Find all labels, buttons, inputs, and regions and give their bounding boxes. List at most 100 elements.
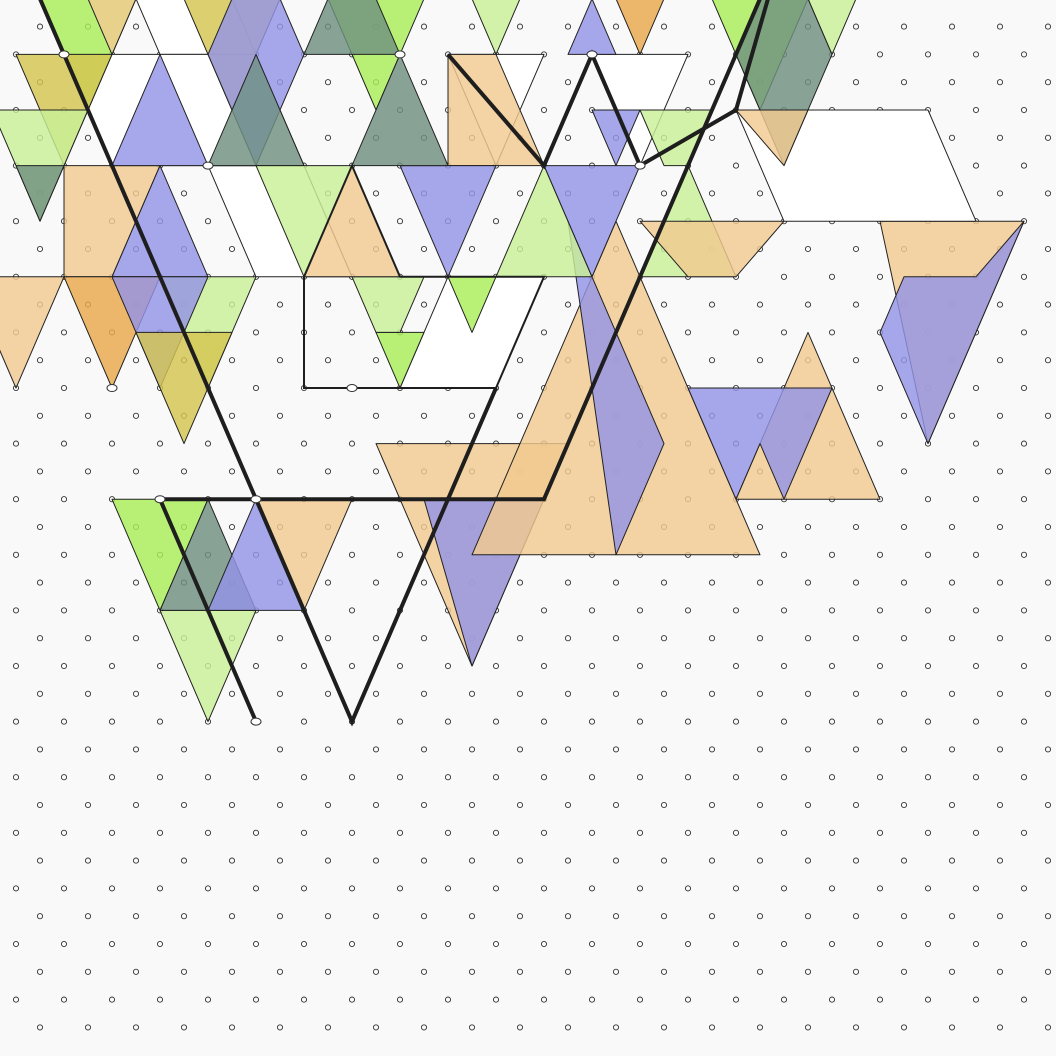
grid-dot (564, 746, 572, 753)
piece-teal-gray[interactable] (15, 165, 65, 222)
grid-dot (228, 1024, 236, 1031)
grid-dot (36, 23, 44, 30)
grid-dot (492, 829, 500, 836)
grid-dot (12, 607, 20, 614)
grid-dot (900, 968, 908, 975)
grid-dot (180, 968, 188, 975)
grid-dot (612, 857, 620, 864)
piece-pale-lime[interactable] (784, 0, 880, 55)
grid-dot (132, 357, 140, 364)
grid-dot (108, 607, 116, 614)
piece-teal-gray[interactable] (351, 53, 449, 167)
grid-dot (108, 774, 116, 781)
grid-dot (156, 440, 164, 447)
grid-dot (108, 662, 116, 670)
grid-dot (36, 968, 44, 975)
grid-dot (252, 662, 260, 670)
puzzle-pieces[interactable] (0, 0, 1025, 723)
grid-dot (60, 440, 68, 447)
grid-dot (276, 412, 284, 419)
grid-dot (1044, 746, 1052, 753)
vertex-handle[interactable] (346, 384, 358, 392)
vertex-handle[interactable] (634, 161, 646, 170)
grid-dot (612, 968, 620, 975)
grid-dot (180, 690, 188, 697)
grid-dot (1020, 273, 1028, 280)
grid-dot (396, 885, 404, 892)
piece-peach[interactable] (64, 0, 160, 55)
grid-dot (852, 357, 860, 364)
vertex-handles[interactable] (11, 0, 789, 726)
grid-dot (84, 801, 92, 809)
grid-dot (636, 607, 644, 614)
grid-dot (996, 23, 1004, 30)
vertex-handle[interactable] (394, 50, 406, 59)
grid-dot (588, 662, 596, 670)
piece-peach[interactable] (0, 276, 65, 389)
grid-dot (516, 1024, 524, 1031)
grid-dot (204, 774, 212, 781)
grid-dot (372, 579, 380, 586)
grid-dot (444, 829, 452, 836)
vertex-handle[interactable] (154, 495, 166, 504)
grid-dot (468, 245, 476, 253)
piece-periwinkle[interactable] (543, 165, 641, 278)
piece-pale-lime[interactable] (448, 0, 544, 55)
grid-dot (948, 746, 956, 753)
grid-dot (60, 718, 68, 725)
grid-dot (972, 662, 980, 670)
grid-dot (684, 718, 692, 725)
grid-dot (780, 662, 788, 670)
vertex-handle[interactable] (202, 161, 214, 170)
piece-peach[interactable] (639, 220, 785, 278)
grid-dot (948, 913, 956, 920)
grid-dot (1020, 774, 1028, 781)
grid-dot (636, 662, 644, 670)
grid-dot (972, 885, 980, 892)
grid-dot (276, 801, 284, 809)
vertex-handle[interactable] (58, 50, 70, 59)
grid-dot (636, 940, 644, 948)
grid-dot (420, 579, 428, 586)
grid-dot (924, 51, 932, 58)
vertex-handle[interactable] (250, 495, 262, 504)
grid-dot (996, 523, 1004, 531)
grid-dot (372, 968, 380, 975)
grid-dot (132, 23, 140, 30)
grid-dot (900, 468, 908, 475)
grid-dot (444, 885, 452, 892)
grid-dot (564, 79, 572, 86)
grid-dot (732, 774, 740, 781)
grid-dot (252, 885, 260, 892)
grid-dot (948, 690, 956, 697)
grid-dot (660, 746, 668, 753)
grid-dot (948, 968, 956, 975)
grid-dot (300, 940, 308, 948)
grid-dot (396, 551, 404, 558)
grid-dot (564, 23, 572, 30)
grid-dot (132, 579, 140, 586)
grid-dot (156, 829, 164, 836)
grid-dot (12, 940, 20, 948)
piece-orange[interactable] (592, 0, 688, 55)
piece-peach[interactable] (735, 109, 809, 167)
vertex-handle[interactable] (250, 717, 262, 726)
grid-dot (60, 996, 68, 1003)
grid-dot (756, 579, 764, 586)
grid-dot (636, 718, 644, 725)
piece-teal-gray[interactable] (303, 0, 401, 55)
vertex-handle[interactable] (106, 384, 118, 392)
grid-dot (252, 774, 260, 781)
grid-dot (1020, 384, 1028, 392)
grid-dot (612, 746, 620, 753)
grid-dot (1044, 357, 1052, 364)
grid-dot (1044, 412, 1052, 419)
vertex-handle[interactable] (586, 50, 598, 59)
grid-dot (996, 746, 1004, 753)
piece-periwinkle[interactable] (879, 220, 1025, 445)
piece-periwinkle[interactable] (687, 387, 833, 500)
grid-dot (948, 412, 956, 419)
grid-dot (132, 913, 140, 920)
grid-dot (996, 690, 1004, 697)
